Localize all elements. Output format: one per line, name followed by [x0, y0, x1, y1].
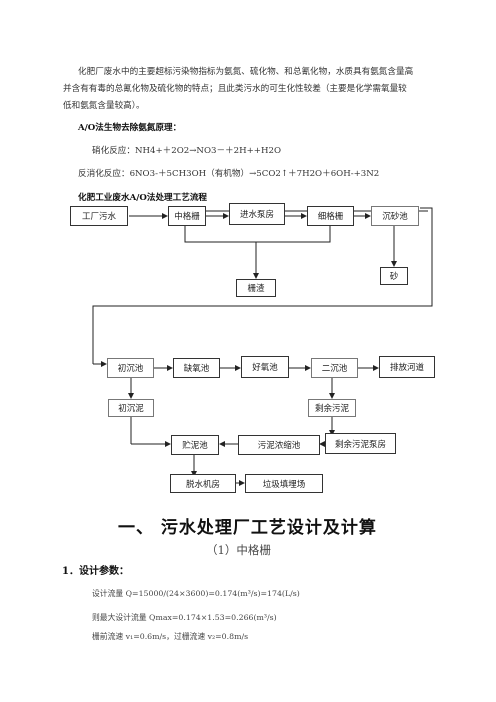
node-screenings: 栅渣: [236, 279, 276, 297]
node-landfill: 垃圾填埋场: [245, 474, 323, 493]
intro-line-2: 并含有有毒的总氰化物及硫化物的特点；且此类污水的可生化性较差（主要是化学需氧量较: [63, 84, 407, 94]
section-title: 一、 污水处理厂工艺设计及计算: [118, 518, 377, 538]
param-max-flow: 则最大设计流量 Qmax=0.174×1.53=0.266(m³/s): [92, 613, 277, 622]
node-primary-sludge: 初沉泥: [108, 399, 154, 417]
node-aerobic-tank: 好氧池: [241, 356, 289, 378]
nitrification-equation: 硝化反应：NH4+＋2O2→NO3－＋2H++H2O: [92, 146, 282, 156]
node-sludge-storage: 贮泥池: [171, 435, 219, 455]
node-sand: 砂: [380, 267, 408, 285]
node-discharge-river: 排放河道: [379, 356, 435, 378]
node-primary-clarifier: 初沉池: [107, 358, 154, 378]
denitrification-equation: 反消化反应：6NO3-＋5CH3OH（有机物）→5CO2↑＋7H2O＋6OH-+…: [78, 169, 380, 179]
principle-heading: A/O法生物去除氨氮原理：: [78, 123, 182, 133]
param-velocity: 栅前流速 v₁=0.6m/s，过栅流速 v₂=0.8m/s: [92, 632, 249, 641]
section-subtitle: （1）中格栅: [206, 543, 271, 557]
intro-line-1: 化肥厂废水中的主要超标污染物指标为氨氮、硫化物、和总氰化物，水质具有氨氮含量高: [78, 67, 414, 77]
node-anoxic-tank: 缺氧池: [173, 358, 220, 378]
node-excess-sludge-pump: 剩余污泥泵房: [325, 433, 396, 454]
params-heading: 1．设计参数：: [62, 566, 129, 577]
node-excess-sludge: 剩余污泥: [308, 399, 356, 417]
node-dewatering-room: 脱水机房: [170, 474, 236, 493]
node-grit-chamber: 沉砂池: [371, 206, 419, 226]
param-design-flow: 设计流量 Q=15000/(24×3600)=0.174(m³/s)=174(L…: [92, 589, 300, 598]
node-fine-grille: 细格栅: [307, 206, 354, 226]
node-secondary-clarifier: 二沉池: [311, 358, 358, 378]
node-inlet-pump-room: 进水泵房: [229, 203, 285, 225]
intro-line-3: 低和氨氮含量较高）。: [63, 101, 145, 111]
node-factory-wastewater: 工厂污水: [70, 206, 128, 226]
flow-heading: 化肥工业废水A/O法处理工艺流程: [78, 193, 208, 203]
node-medium-grille: 中格栅: [168, 206, 206, 226]
node-sludge-thickener: 污泥浓缩池: [238, 435, 320, 455]
